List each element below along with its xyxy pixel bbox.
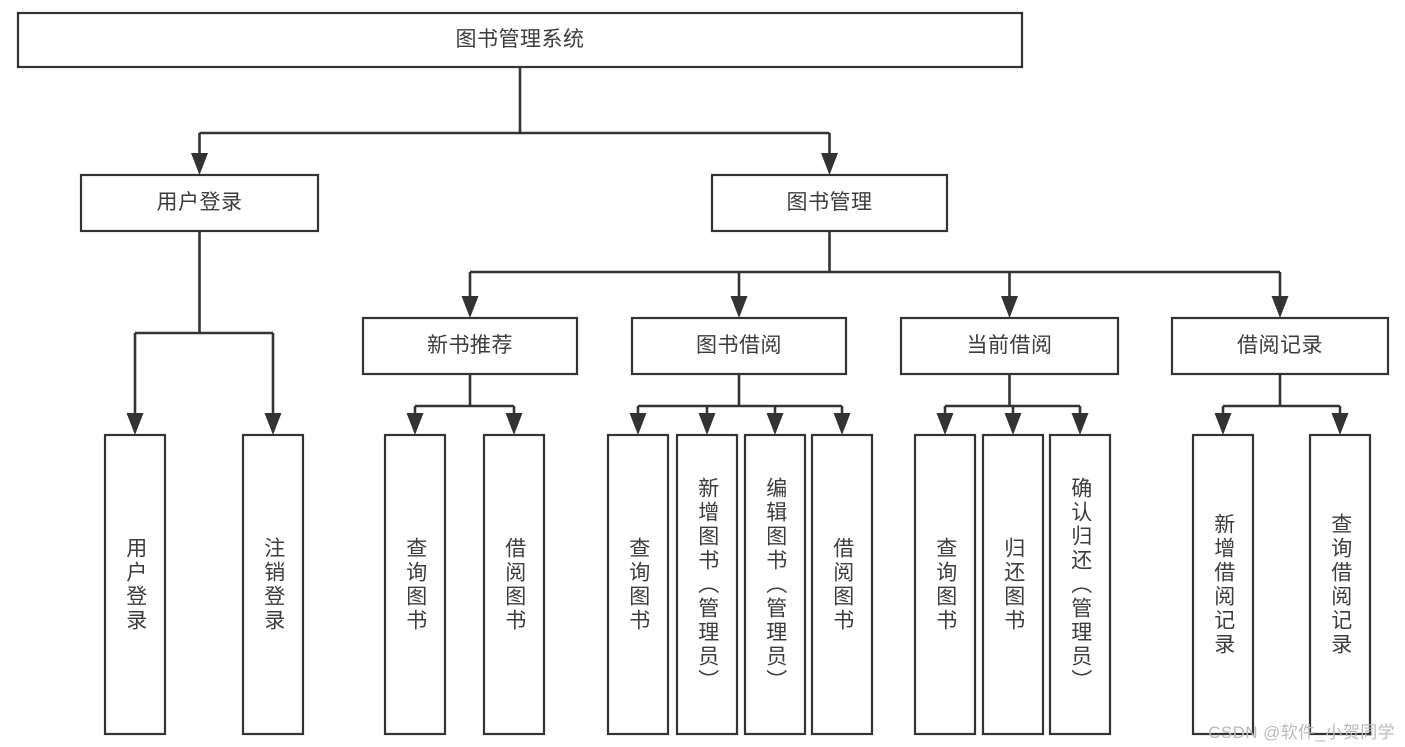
connector-new-book-recommend-to-borrow-book-1-arrowhead-icon: [505, 413, 523, 435]
node-box-borrow-book-1[interactable]: [482, 433, 546, 736]
connector-current-borrow-to-query-book-3-arrowhead-icon: [936, 413, 954, 435]
node-box-query-book-3[interactable]: [913, 433, 977, 736]
node-box-return-book[interactable]: [981, 433, 1045, 736]
connector-current-borrow-to-confirm-return-admin-arrowhead-icon: [1071, 413, 1089, 435]
node-box-book-borrow[interactable]: [630, 316, 848, 376]
node-box-user-login-do[interactable]: [103, 433, 167, 736]
connector-book-borrow-to-edit-book-admin-arrowhead-icon: [766, 413, 784, 435]
connector-borrow-record-to-add-borrow-record-arrowhead-icon: [1214, 413, 1232, 435]
connector-new-book-recommend-to-query-book-1-arrowhead-icon: [406, 413, 424, 435]
connector-root-to-book-manage-arrowhead-icon: [821, 153, 838, 175]
node-box-borrow-book-2[interactable]: [810, 433, 874, 736]
connector-book-borrow-to-add-book-admin-arrowhead-icon: [698, 413, 716, 435]
watermark-text: CSDN @软件_小贺同学: [1208, 723, 1395, 742]
node-box-add-borrow-record[interactable]: [1191, 433, 1255, 736]
connector-root-to-user-login-arrowhead-icon: [191, 153, 208, 175]
node-box-add-book-admin[interactable]: [675, 433, 739, 736]
connector-user-login-to-user-login-do-arrowhead-icon: [126, 413, 144, 435]
node-box-query-book-1[interactable]: [383, 433, 447, 736]
connector-current-borrow-to-return-book-arrowhead-icon: [1004, 413, 1022, 435]
connector-book-manage-to-current-borrow-arrowhead-icon: [1001, 296, 1018, 318]
connector-book-borrow-to-query-book-2-arrowhead-icon: [629, 413, 647, 435]
node-box-user-login[interactable]: [79, 173, 320, 233]
connector-book-manage-to-borrow-record-arrowhead-icon: [1271, 296, 1289, 318]
connector-book-manage-to-book-borrow-arrowhead-icon: [730, 296, 748, 318]
connector-user-login-to-user-logout-arrowhead-icon: [264, 413, 282, 435]
node-box-edit-book-admin[interactable]: [743, 433, 807, 736]
connector-borrow-record-to-query-borrow-record-arrowhead-icon: [1331, 413, 1349, 435]
node-box-new-book-recommend[interactable]: [361, 316, 579, 376]
connector-book-borrow-to-borrow-book-2-arrowhead-icon: [833, 413, 851, 435]
node-box-confirm-return-admin[interactable]: [1048, 433, 1112, 736]
node-box-borrow-record[interactable]: [1170, 316, 1390, 376]
node-box-user-logout[interactable]: [241, 433, 305, 736]
connector-book-manage-to-new-book-recommend-arrowhead-icon: [461, 296, 479, 318]
node-box-book-manage[interactable]: [710, 173, 949, 233]
node-box-query-borrow-record[interactable]: [1308, 433, 1372, 736]
node-box-query-book-2[interactable]: [606, 433, 670, 736]
node-box-current-borrow[interactable]: [899, 316, 1120, 376]
node-box-root[interactable]: [16, 11, 1024, 69]
